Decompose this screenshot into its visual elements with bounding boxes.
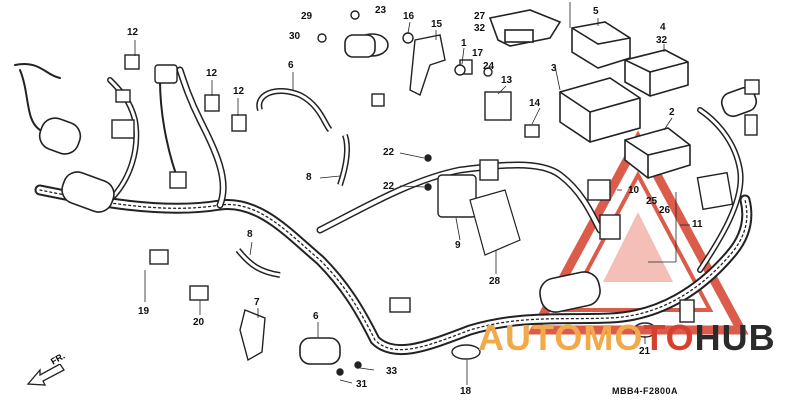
callout-3: 3 (551, 63, 557, 74)
callout-24: 24 (483, 61, 495, 72)
callout-19: 19 (138, 306, 150, 317)
callout-12-c: 12 (233, 86, 245, 97)
arrow-left-icon (26, 364, 65, 386)
callout-27: 27 (474, 11, 486, 22)
callout-6-bottom: 6 (313, 311, 319, 322)
control-units (488, 9, 691, 179)
callout-5: 5 (593, 6, 599, 17)
callout-17: 17 (472, 48, 484, 59)
callout-6-top: 6 (288, 60, 294, 71)
callout-1: 1 (461, 38, 467, 49)
callout-30: 30 (289, 31, 301, 42)
callout-29: 29 (301, 11, 313, 22)
callout-26: 26 (659, 205, 671, 216)
callout-16: 16 (403, 11, 415, 22)
leader-lines (134, 2, 690, 385)
callout-13: 13 (501, 75, 513, 86)
ignition-coils (38, 33, 758, 365)
callout-15: 15 (431, 19, 443, 30)
callout-9: 9 (455, 240, 461, 251)
callout-10: 10 (628, 185, 640, 196)
callout-25: 25 (646, 196, 658, 207)
callout-11: 11 (692, 219, 703, 230)
callout-22-bottom: 22 (383, 181, 395, 192)
callout-18: 18 (460, 386, 472, 397)
callout-20: 20 (193, 317, 205, 328)
callout-7: 7 (254, 297, 260, 308)
callout-32-top: 32 (474, 23, 486, 34)
callout-28: 28 (489, 276, 501, 287)
callout-14: 14 (529, 98, 541, 109)
callout-2: 2 (669, 107, 675, 118)
callout-31: 31 (356, 379, 368, 390)
callout-23: 23 (375, 5, 387, 16)
callout-8-lower: 8 (247, 229, 253, 240)
brackets (235, 10, 657, 376)
callout-8-middle: 8 (306, 172, 312, 183)
callout-33: 33 (386, 366, 398, 377)
connectors (111, 54, 760, 323)
callout-22-top: 22 (383, 147, 395, 158)
watermark-text: AUTOMOTOHUB (478, 317, 776, 358)
callout-4: 4 (660, 22, 666, 33)
callout-12-b: 12 (206, 68, 218, 79)
callout-12-a: 12 (127, 27, 139, 38)
callout-32-right: 32 (656, 35, 668, 46)
callout-21: 21 (639, 346, 651, 357)
diagram-code: MBB4-F2800A (612, 386, 679, 396)
